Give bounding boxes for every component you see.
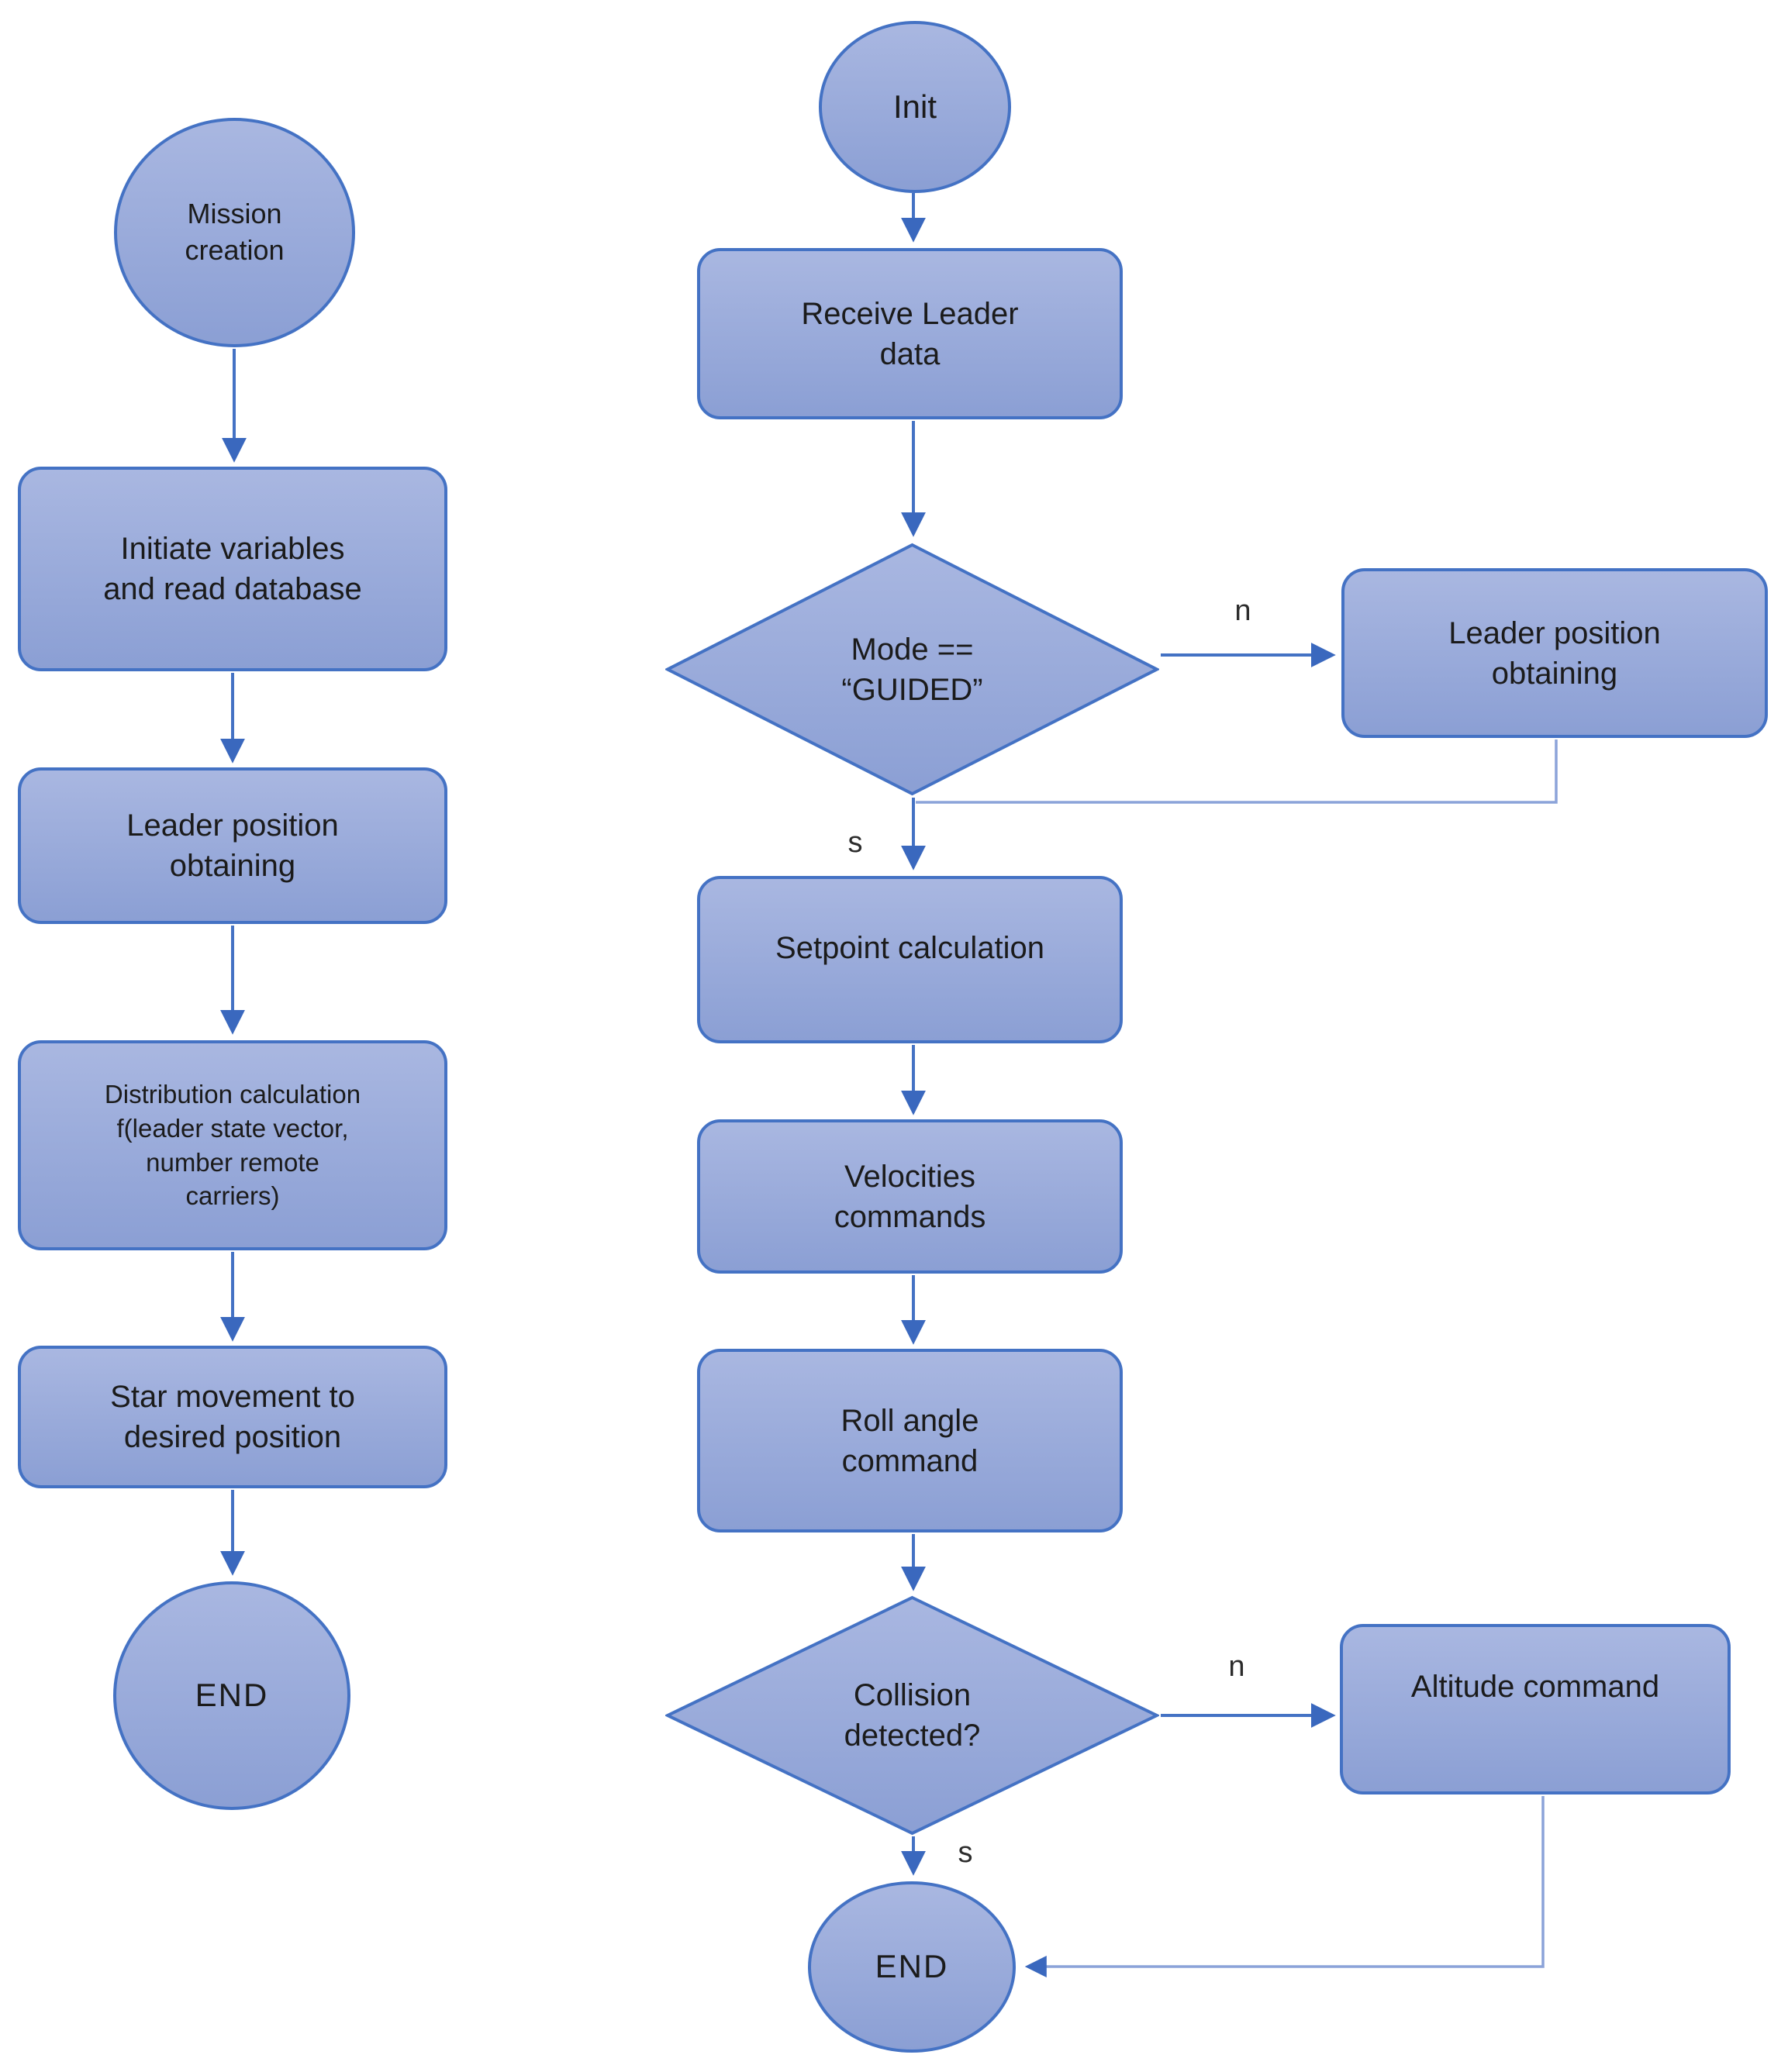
node-end-right: END — [808, 1881, 1016, 2053]
collision-decision-diamond-shape — [665, 1595, 1159, 1836]
node-mode-decision-label: Mode == “GUIDED” — [841, 632, 983, 707]
node-collision-decision-label: Collision detected? — [844, 1678, 981, 1753]
node-end-left-label: END — [195, 1677, 269, 1714]
node-init-label: Init — [892, 88, 937, 125]
node-init: Init — [819, 21, 1011, 193]
node-setpoint-calculation: Setpoint calculation — [697, 876, 1123, 1043]
node-setpoint-calculation-label: Setpoint calculation — [775, 931, 1044, 965]
node-star-movement: Star movement to desired position — [18, 1346, 447, 1488]
node-leader-position-left: Leader position obtaining — [18, 767, 447, 924]
node-leader-position-left-label: Leader position obtaining — [126, 808, 339, 883]
node-receive-leader-data-label: Receive Leader data — [801, 296, 1019, 371]
node-mode-decision: Mode == “GUIDED” — [665, 543, 1159, 796]
node-star-movement-label: Star movement to desired position — [110, 1380, 355, 1454]
node-mission-creation: Mission creation — [114, 118, 355, 347]
node-distribution-calculation-label: Distribution calculation f(leader state … — [104, 1080, 361, 1211]
node-altitude-command-label: Altitude command — [1410, 1670, 1660, 1704]
edge-altitude-loop-to-end — [1024, 1796, 1545, 1977]
node-initiate-variables: Initiate variables and read database — [18, 467, 447, 671]
node-leader-position-right-label: Leader position obtaining — [1448, 615, 1661, 691]
mode-decision-diamond-shape — [665, 543, 1159, 796]
node-end-right-label: END — [875, 1948, 949, 1985]
node-end-left: END — [113, 1581, 350, 1810]
node-leader-position-right: Leader position obtaining — [1341, 568, 1768, 738]
edge-label-mode-yes: s — [847, 826, 863, 859]
edge-leaderright-feedback — [916, 740, 1558, 804]
edge-label-mode-no: n — [1234, 595, 1251, 627]
node-mission-creation-label: Mission creation — [185, 198, 285, 266]
node-distribution-calculation: Distribution calculation f(leader state … — [18, 1040, 447, 1250]
edge-label-collision-yes: s — [958, 1836, 973, 1869]
node-velocities-commands-label: Velocities commands — [834, 1159, 986, 1234]
node-altitude-command: Altitude command — [1340, 1624, 1731, 1794]
edge-label-collision-no: n — [1228, 1650, 1245, 1683]
node-receive-leader-data: Receive Leader data — [697, 248, 1123, 419]
node-roll-angle-command-label: Roll angle command — [840, 1403, 979, 1478]
node-collision-decision: Collision detected? — [665, 1595, 1159, 1836]
node-roll-angle-command: Roll angle command — [697, 1349, 1123, 1532]
node-initiate-variables-label: Initiate variables and read database — [103, 532, 362, 606]
node-velocities-commands: Velocities commands — [697, 1119, 1123, 1274]
